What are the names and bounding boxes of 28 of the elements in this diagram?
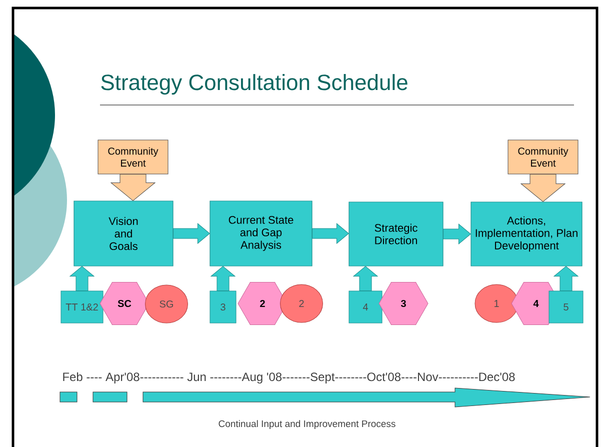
event-callout: Community Event: [98, 140, 168, 174]
circle-badge: SG: [145, 284, 188, 324]
block-arrow: [210, 266, 236, 291]
input-callout: 4: [348, 290, 382, 324]
timeline-caption: Continual Input and Improvement Process: [218, 420, 396, 429]
block-arrow: [110, 174, 156, 201]
timeline-label: Feb ---- Apr'08----------- Jun --------Aug '08-------Sept--------Oct'08----Nov----------Dec'08: [63, 372, 515, 384]
process-box: Current State and Gap Analysis: [210, 200, 312, 266]
title: Strategy Consultation Schedule: [101, 74, 408, 95]
event-callout: Community Event: [508, 140, 578, 174]
hexagon-badge: 2: [238, 282, 288, 325]
process-box: Actions, Implementation, Plan Development: [470, 202, 582, 266]
block-arrow: [520, 174, 566, 202]
hexagon-badge: 3: [378, 282, 428, 325]
input-callout: TT 1&2: [60, 290, 104, 324]
block-arrow: [353, 266, 378, 291]
block-arrow: [173, 223, 210, 244]
block-arrow: [70, 266, 94, 291]
input-callout: 5: [548, 290, 584, 324]
process-box: Vision and Goals: [74, 200, 174, 266]
circle-badge: 2: [280, 284, 323, 323]
block-arrow: [554, 266, 578, 291]
input-callout: 3: [210, 290, 236, 324]
circle-badge: 1: [474, 284, 518, 323]
block-arrow: [312, 223, 349, 244]
process-box: Strategic Direction: [348, 202, 444, 266]
block-arrow: [443, 224, 471, 244]
hexagon-badge: SC: [100, 282, 150, 325]
